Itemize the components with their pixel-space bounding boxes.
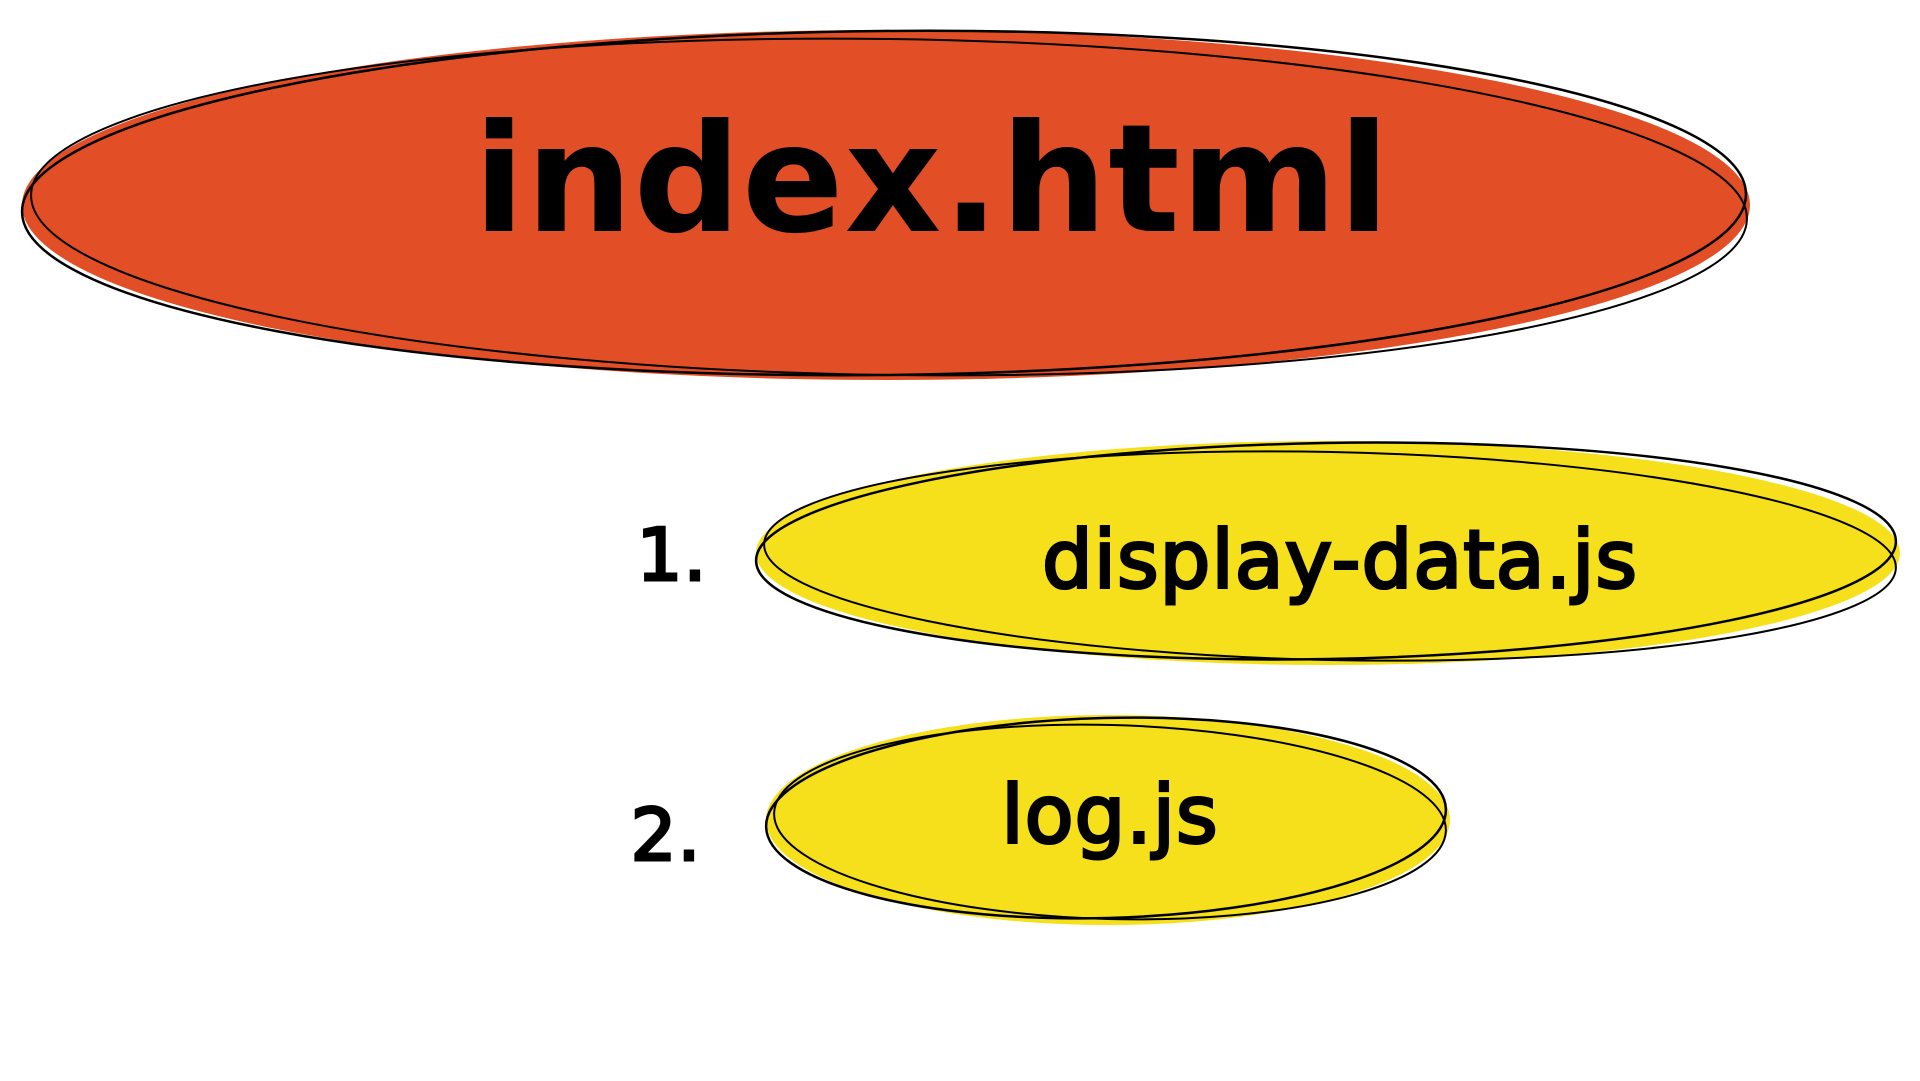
item-2-number: 2. — [629, 792, 702, 879]
item-1-node-shape — [754, 441, 1900, 665]
root-node-shape — [20, 29, 1750, 380]
item-2-label: log.js — [1000, 767, 1219, 863]
item-1-number: 1. — [635, 512, 708, 599]
item-1-label: display-data.js — [1040, 512, 1639, 608]
root-node-label: index.html — [473, 93, 1391, 267]
item-2-node-shape — [764, 715, 1450, 925]
